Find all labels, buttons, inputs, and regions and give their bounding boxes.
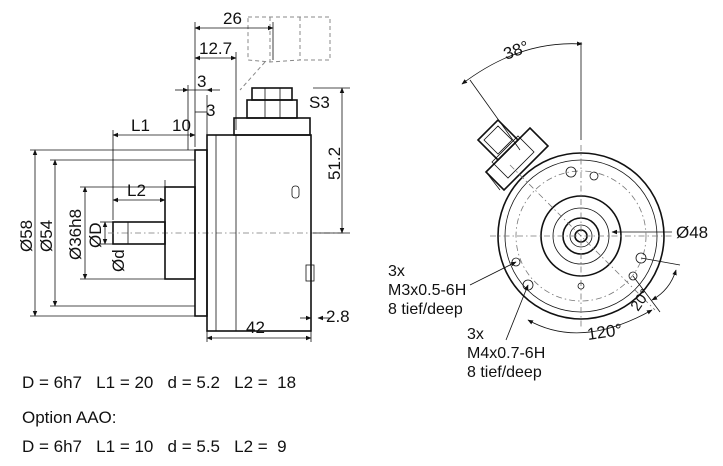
dim-angle-20: 20° <box>627 286 654 314</box>
dim-42: 42 <box>246 318 265 337</box>
hole-m3-2 <box>628 271 638 281</box>
dim-51-2: 51.2 <box>325 147 344 180</box>
dim-dia-48: Ø48 <box>676 223 708 242</box>
spec-option-title: Option AAO: <box>22 408 117 427</box>
note-m3-line3: 8 tief/deep <box>388 301 463 318</box>
note-m3-line2: M3x0.5-6H <box>388 282 466 299</box>
spec-standard: D = 6h7 L1 = 20 d = 5.2 L2 = 18 <box>22 373 296 392</box>
connector-outline <box>233 87 315 282</box>
dim-dia-d: Ød <box>109 249 128 272</box>
dim-dia-36h8: Ø36h8 <box>66 209 85 260</box>
dim-L2: L2 <box>127 181 146 200</box>
hole-m4-2 <box>635 252 647 264</box>
dim-10: 10 <box>172 116 191 135</box>
dim-dia-54: Ø54 <box>37 220 56 252</box>
dim-L1: L1 <box>131 116 150 135</box>
dim-3-upper: 3 <box>197 72 206 91</box>
mounting-holes <box>511 166 647 291</box>
front-connector <box>476 118 550 192</box>
spec-block: D = 6h7 L1 = 20 d = 5.2 L2 = 18 Option A… <box>22 373 296 456</box>
note-m3-line1: 3x <box>388 263 405 280</box>
dim-2-8: 2.8 <box>326 307 350 326</box>
front-center-lines <box>490 145 672 327</box>
note-m4-line3: 8 tief/deep <box>467 364 542 381</box>
dim-angle-120: 120° <box>586 320 623 344</box>
extension-lines <box>30 22 350 342</box>
dim-angle-38: 38° <box>501 37 532 64</box>
cable-plug-hidden <box>239 16 331 91</box>
note-m4-line2: M4x0.7-6H <box>467 345 545 362</box>
label-S3: S3 <box>309 93 330 112</box>
note-m3-threads: 3x M3x0.5-6H 8 tief/deep <box>388 263 471 318</box>
front-view: 38° Ø48 120° 20° 3x M3x0.5-6H 8 tief/dee… <box>388 37 708 381</box>
dim-dia-58: Ø58 <box>17 220 36 252</box>
spec-option-aao: D = 6h7 L1 = 10 d = 5.5 L2 = 9 <box>22 437 287 456</box>
dim-26: 26 <box>223 9 242 28</box>
side-view: 26 12.7 3 3 L1 10 L2 S3 51.2 Ø58 Ø54 Ø36… <box>17 9 350 342</box>
dim-3-lower: 3 <box>206 101 215 120</box>
note-m4-threads: 3x M4x0.7-6H 8 tief/deep <box>467 326 550 381</box>
shaft-outline <box>108 221 345 245</box>
hole-m3-3 <box>589 171 599 181</box>
angle-dimensions <box>461 41 681 334</box>
dim-12-7: 12.7 <box>199 39 232 58</box>
dimension-lines <box>32 25 345 341</box>
dim-dia-D: ØD <box>86 223 105 249</box>
hole-m4-3 <box>565 166 577 178</box>
note-m4-line1: 3x <box>467 326 484 343</box>
